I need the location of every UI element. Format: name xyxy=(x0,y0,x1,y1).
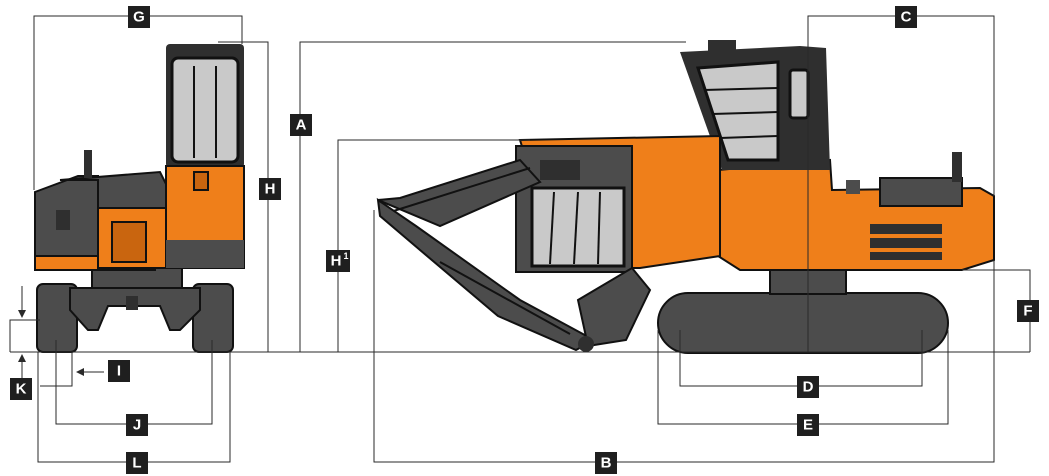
arrow-k-bottom xyxy=(18,354,26,362)
label-h1-sup: 1 xyxy=(343,251,348,261)
side-cab-roof-light xyxy=(708,40,736,52)
front-cab-glass xyxy=(170,56,240,164)
label-f: F xyxy=(1017,300,1039,322)
side-vent-1 xyxy=(870,224,942,234)
label-b-text: B xyxy=(601,455,612,472)
side-cab-glass xyxy=(695,60,780,162)
dim-line-f xyxy=(962,269,1031,352)
label-a: A xyxy=(290,114,312,136)
side-guard-divider-1 xyxy=(549,191,555,265)
dim-line-l xyxy=(37,352,231,463)
dim-line-h1 xyxy=(337,139,530,352)
side-cab-bar-1 xyxy=(703,87,779,91)
label-h1-text: H xyxy=(331,253,342,270)
side-guard-divider-2 xyxy=(573,191,579,265)
label-l-text: L xyxy=(132,455,141,472)
dim-line-j xyxy=(55,340,213,425)
label-g-text: G xyxy=(133,9,145,26)
dim-line-i-drop xyxy=(40,352,73,387)
label-i-text: I xyxy=(117,363,121,380)
side-engine-grille xyxy=(879,177,963,207)
side-bucket-pin xyxy=(578,336,594,352)
axle-frame xyxy=(69,287,201,331)
front-cab-step xyxy=(193,171,209,191)
side-vent-3 xyxy=(870,252,942,260)
label-l: L xyxy=(126,452,148,474)
label-h: H xyxy=(259,178,281,200)
side-guard-divider-3 xyxy=(597,191,601,265)
label-j-text: J xyxy=(133,417,141,434)
label-h1: H 1 xyxy=(326,250,350,272)
dim-line-k xyxy=(9,319,40,352)
label-j: J xyxy=(126,414,148,436)
label-k: K xyxy=(10,378,32,400)
label-d: D xyxy=(797,376,819,398)
side-cab-rear-glass xyxy=(788,68,810,120)
side-vent-2 xyxy=(870,238,942,248)
side-arm-cylinder xyxy=(439,261,571,335)
label-h-text: H xyxy=(265,181,276,198)
side-cab-bar-3 xyxy=(719,135,779,139)
axle-center xyxy=(126,296,138,310)
side-arm xyxy=(376,197,597,352)
side-mirror xyxy=(846,180,860,194)
side-bucket xyxy=(576,266,652,348)
side-boom-cylinder xyxy=(383,167,531,215)
arrow-k-top xyxy=(18,310,26,318)
label-f-text: F xyxy=(1023,303,1032,320)
dim-line-b xyxy=(373,210,995,463)
side-boom xyxy=(377,158,542,228)
arrow-i xyxy=(76,368,84,376)
crawler-track xyxy=(657,292,949,354)
front-mid-panel xyxy=(111,221,147,263)
label-b: B xyxy=(595,452,617,474)
excavator-side-view xyxy=(376,40,995,354)
side-cab-bar-2 xyxy=(711,111,779,115)
front-light xyxy=(56,210,70,230)
front-exhaust xyxy=(84,150,92,178)
label-a-text: A xyxy=(296,117,307,134)
label-d-text: D xyxy=(803,379,814,396)
dim-line-h xyxy=(218,41,269,352)
label-g: G xyxy=(128,6,150,28)
label-e-text: E xyxy=(803,417,813,434)
label-i: I xyxy=(108,360,130,382)
label-k-text: K xyxy=(16,381,27,398)
side-front-grille xyxy=(540,160,580,180)
label-e: E xyxy=(797,414,819,436)
side-exhaust xyxy=(952,152,962,182)
excavator-front-view xyxy=(34,44,245,353)
label-c: C xyxy=(895,6,917,28)
dim-line-a xyxy=(299,41,686,352)
front-cab-lower-frame xyxy=(166,240,244,268)
label-c-text: C xyxy=(901,9,912,26)
